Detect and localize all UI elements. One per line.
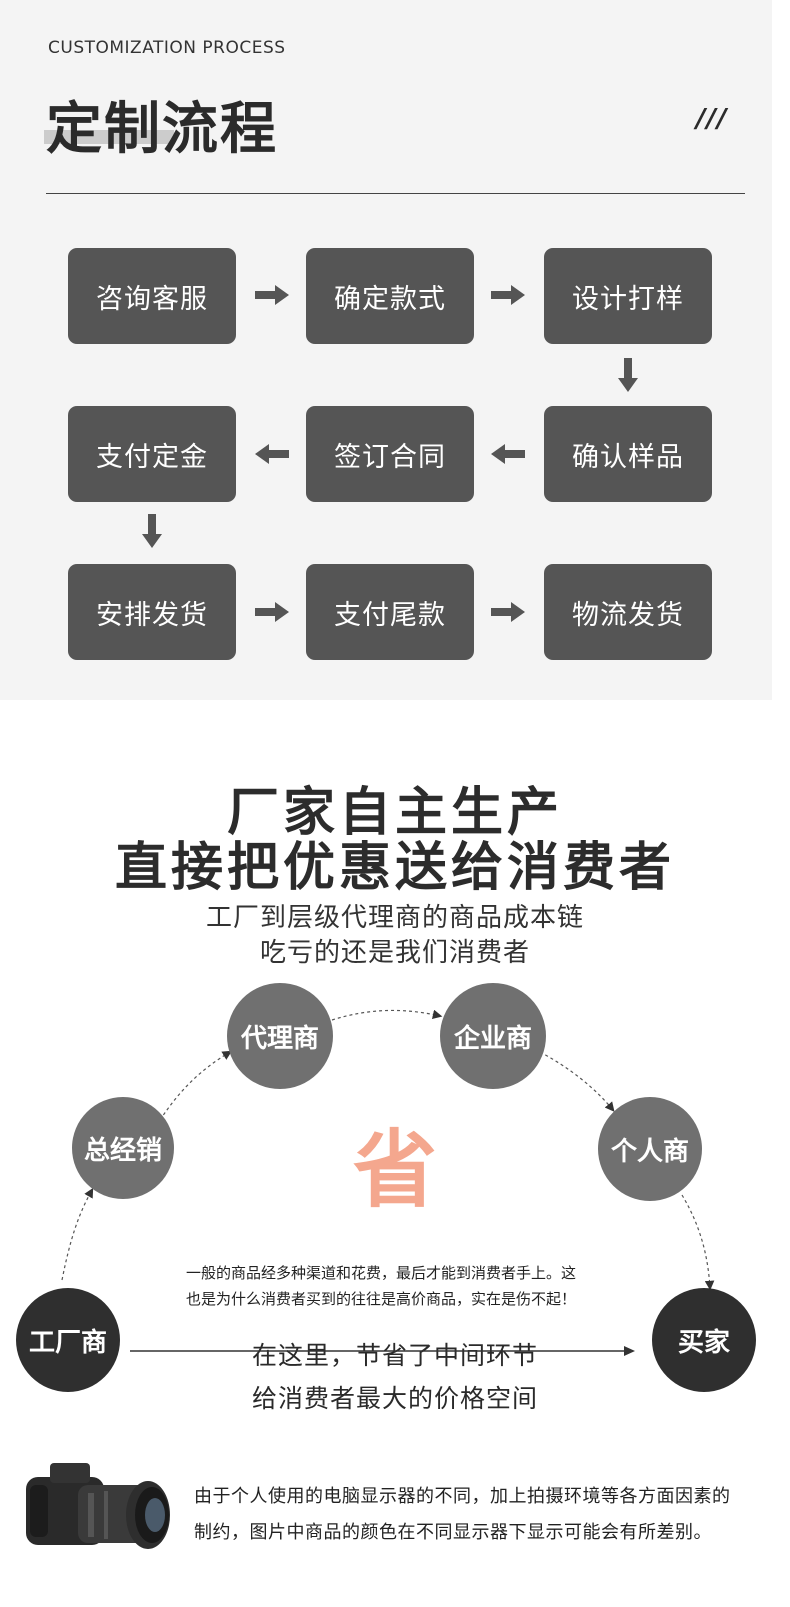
step-consult: 咨询客服 (68, 248, 236, 344)
arrow-icon (255, 285, 289, 305)
arrow-icon (255, 602, 289, 622)
step-logistics: 物流发货 (544, 564, 712, 660)
node-individual: 个人商 (598, 1097, 702, 1201)
arrow-icon (491, 285, 525, 305)
node-general-distributor: 总经销 (72, 1097, 174, 1199)
node-buyer: 买家 (652, 1288, 756, 1392)
step-confirm-style: 确定款式 (306, 248, 474, 344)
arrow-icon (142, 514, 162, 548)
direct-arrow (130, 1346, 635, 1356)
headline-factory-production: 厂家自主生产 (226, 783, 563, 843)
title-divider (46, 193, 745, 194)
disclaimer-line-1: 由于个人使用的电脑显示器的不同，加上拍摄环境等各方面因素的 (194, 1486, 731, 1507)
note-line-2: 也是为什么消费者买到的往往是高价商品，实在是伤不起！ (186, 1290, 577, 1308)
arrow-icon (491, 602, 525, 622)
arrow-icon (618, 358, 638, 392)
saving-char: 省 (353, 1125, 437, 1209)
section-subtitle: CUSTOMIZATION PROCESS (48, 38, 286, 58)
disclaimer-line-2: 制约，图片中商品的颜色在不同显示器下显示可能会有所差别。 (194, 1522, 712, 1543)
headline-direct-discount: 直接把优惠送给消费者 (114, 838, 675, 898)
title-underline-decoration (44, 130, 174, 144)
middle-text-1: 在这里，节省了中间环节 (251, 1341, 538, 1370)
middle-text-2: 给消费者最大的价格空间 (251, 1384, 538, 1413)
camera-icon (26, 1463, 170, 1549)
supply-chain-arc (61, 1009, 715, 1291)
step-sign-contract: 签订合同 (306, 406, 474, 502)
subheadline-cost-chain: 工厂到层级代理商的商品成本链 (205, 903, 584, 933)
slash-decoration: /// (696, 104, 728, 134)
step-pay-balance: 支付尾款 (306, 564, 474, 660)
saving-icon: 省 (353, 1125, 437, 1209)
node-enterprise: 企业商 (440, 983, 546, 1089)
step-design-sample: 设计打样 (544, 248, 712, 344)
node-agent: 代理商 (227, 983, 333, 1089)
note-line-1: 一般的商品经多种渠道和花费，最后才能到消费者手上。这 (186, 1264, 577, 1282)
step-confirm-sample: 确认样品 (544, 406, 712, 502)
arrow-icon (491, 444, 525, 464)
section-title: 定制流程 (46, 97, 278, 162)
step-pay-deposit: 支付定金 (68, 406, 236, 502)
node-factory: 工厂商 (16, 1288, 120, 1392)
subheadline-consumer-loss: 吃亏的还是我们消费者 (259, 938, 530, 968)
arrow-icon (255, 444, 289, 464)
customization-process-section: CUSTOMIZATION PROCESS 定制流程 /// 咨询客服 确定款式… (0, 0, 772, 700)
step-arrange-shipping: 安排发货 (68, 564, 236, 660)
